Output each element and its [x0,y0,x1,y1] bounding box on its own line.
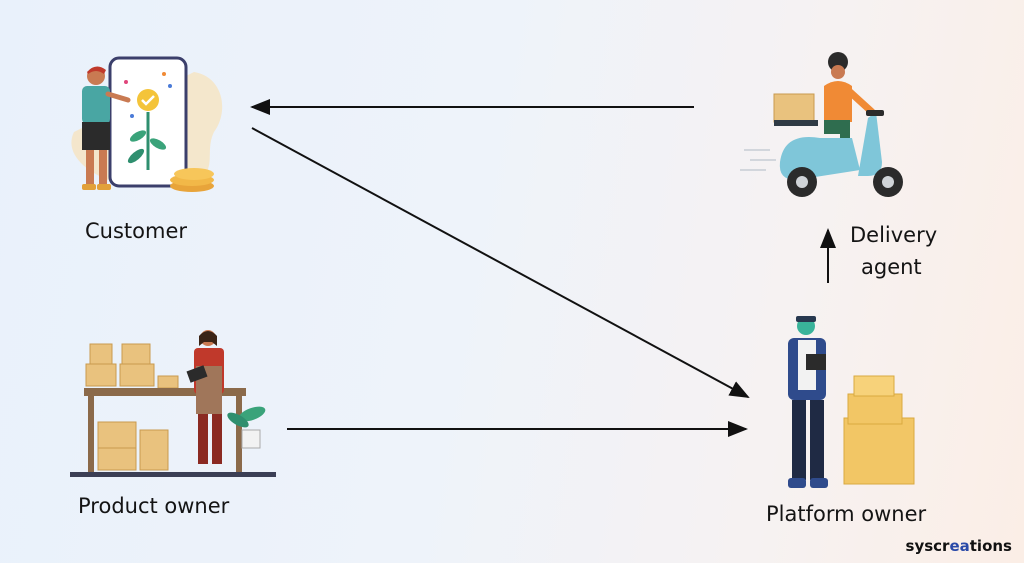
brand-logo-prefix: syscr [905,537,950,555]
product-owner-illustration [70,330,276,477]
arrow-customer-to-platform [251,127,750,398]
delivery-scooter-illustration [740,52,903,197]
brand-logo-suffix: tions [969,537,1012,555]
platform-owner-label: Platform owner [766,502,927,526]
product-owner-label: Product owner [78,494,230,518]
customer-illustration [71,56,223,192]
platform-owner-illustration [788,316,915,488]
brand-logo: syscreations [906,537,1012,555]
delivery-agent-label-line2: agent [861,255,922,279]
delivery-agent-label-line1: Delivery [850,223,938,247]
customer-label: Customer [85,219,188,243]
brand-logo-accent: ea [949,537,970,555]
